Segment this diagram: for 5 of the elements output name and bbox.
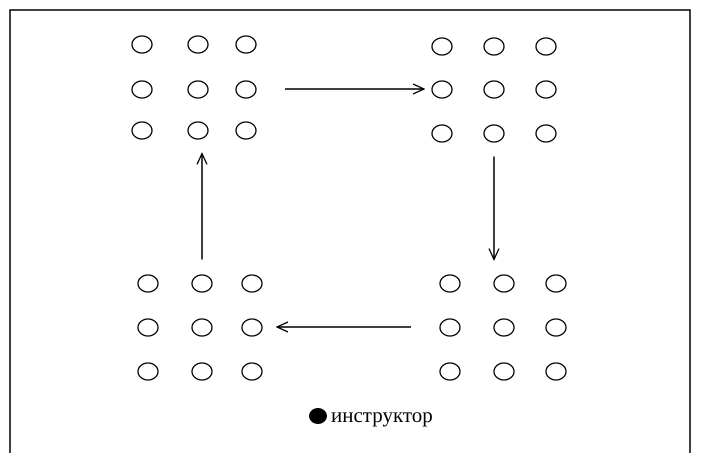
legend-label: инструктор <box>331 403 433 428</box>
arrow <box>276 321 411 333</box>
arrow <box>196 152 208 260</box>
arrow <box>488 156 500 260</box>
arrow <box>285 83 425 95</box>
